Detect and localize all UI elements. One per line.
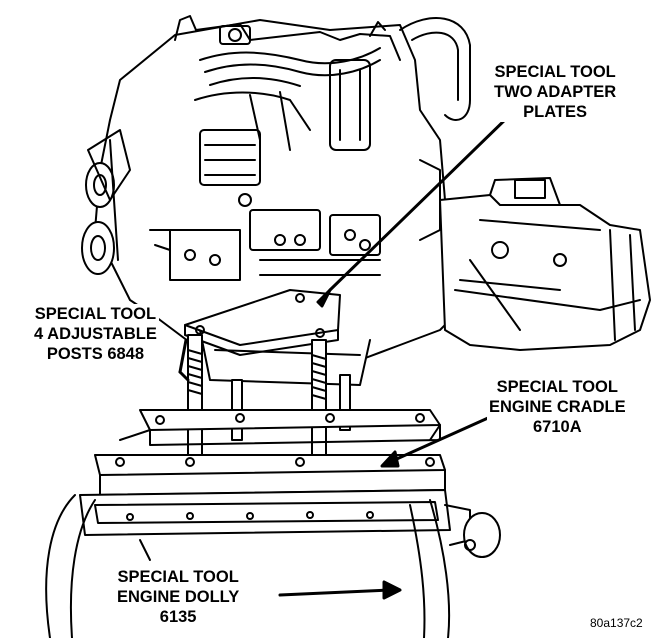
leader-arrows — [178, 113, 512, 600]
front-pulleys — [81, 129, 131, 275]
figure-id: 80a137c2 — [590, 616, 643, 630]
label-engine-dolly: SPECIAL TOOL ENGINE DOLLY 6135 — [115, 567, 242, 627]
label-line: ENGINE DOLLY — [117, 588, 240, 606]
label-line: POSTS 6848 — [46, 345, 145, 363]
label-line: TWO ADAPTER — [494, 83, 617, 101]
engine-cradle — [94, 409, 446, 496]
label-adjustable-posts: SPECIAL TOOL 4 ADJUSTABLE POSTS 6848 — [32, 304, 159, 364]
label-line: 4 ADJUSTABLE — [34, 325, 157, 343]
label-line: SPECIAL TOOL — [34, 305, 157, 323]
label-line: PLATES — [523, 103, 588, 121]
transmission — [439, 177, 651, 351]
engine-block — [94, 15, 471, 386]
label-line: SPECIAL TOOL — [494, 63, 616, 81]
label-line: SPECIAL TOOL — [496, 378, 618, 396]
label-line: 6710A — [532, 418, 582, 436]
label-line: ENGINE CRADLE — [489, 398, 626, 416]
label-engine-cradle: SPECIAL TOOL ENGINE CRADLE 6710A — [487, 377, 628, 437]
adapter-plates — [184, 289, 341, 356]
label-line: SPECIAL TOOL — [117, 568, 239, 586]
engine-dolly — [45, 489, 501, 638]
label-adapter-plates: SPECIAL TOOL TWO ADAPTER PLATES — [492, 62, 619, 122]
label-line: 6135 — [159, 608, 197, 626]
